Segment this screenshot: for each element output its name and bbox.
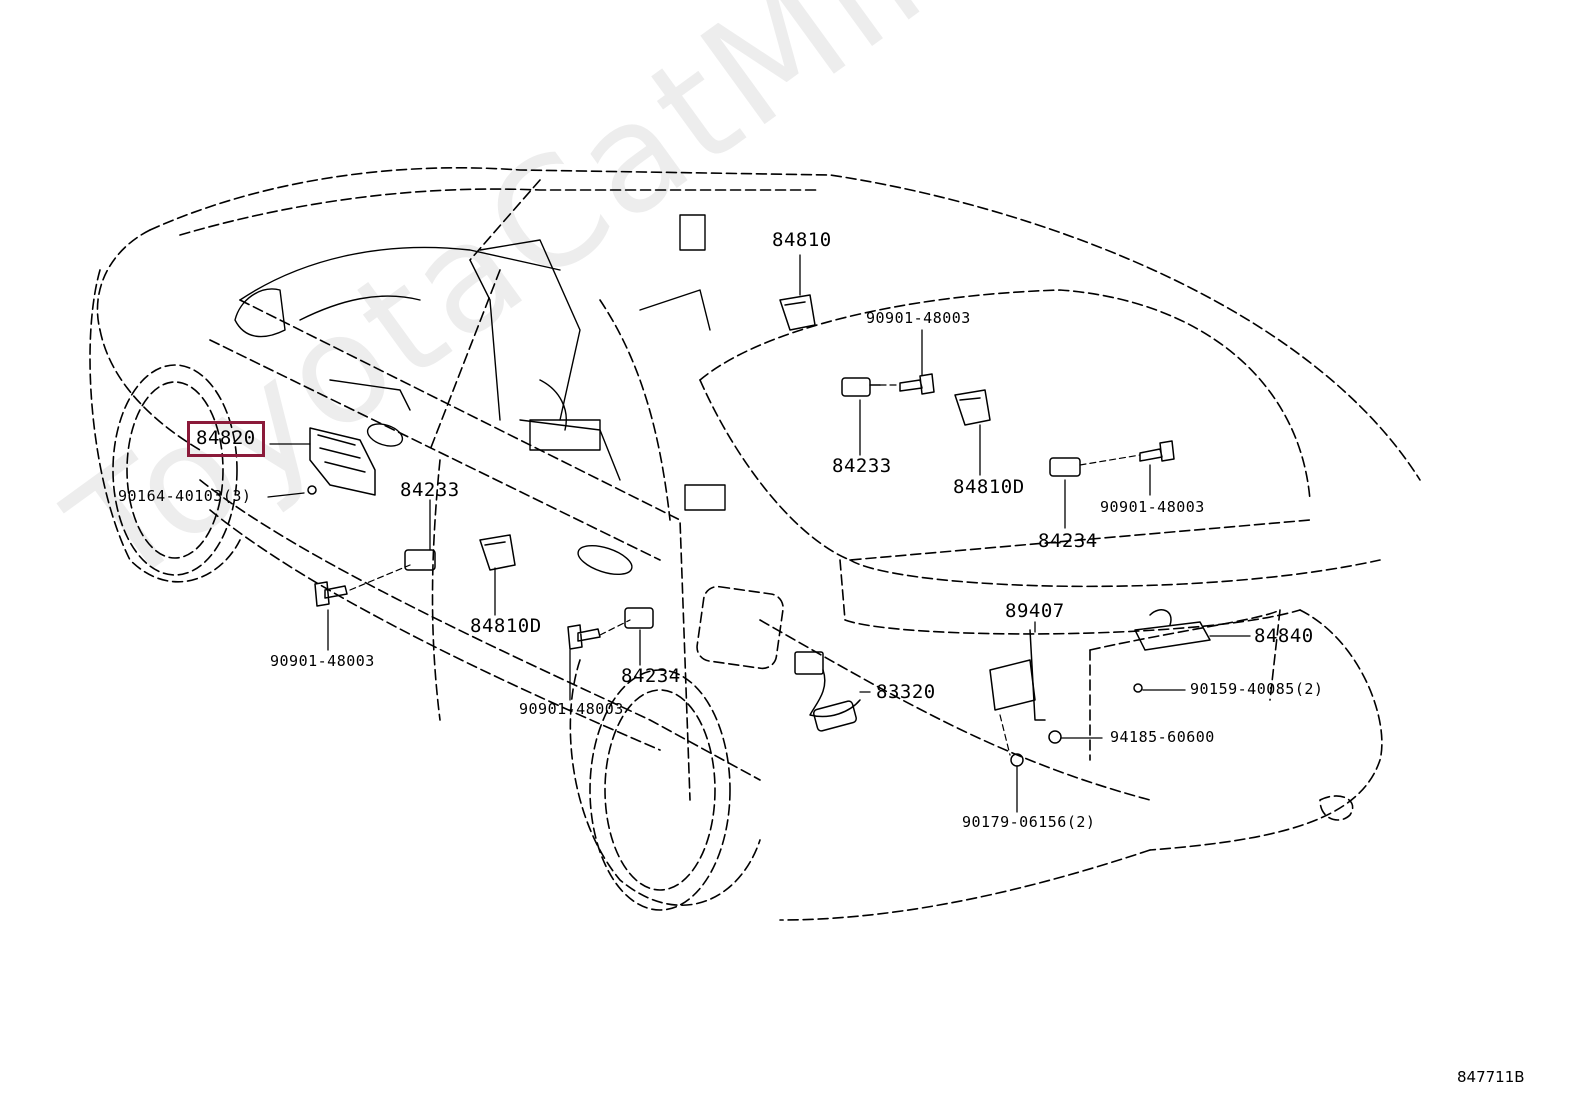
callout-84810D-top[interactable]: 84810D bbox=[953, 476, 1025, 498]
bolt-rear-door bbox=[567, 624, 601, 650]
switch-84840-part bbox=[1134, 609, 1211, 651]
bolt-front bbox=[314, 581, 348, 607]
nut-94185 bbox=[1048, 730, 1062, 744]
courtesy-switch-84233-top-part bbox=[841, 377, 881, 397]
screw-90164 bbox=[307, 485, 317, 495]
bolt-top bbox=[899, 373, 935, 395]
courtesy-switch-84234-rear-part bbox=[624, 607, 654, 629]
callout-89407[interactable]: 89407 bbox=[1005, 600, 1065, 622]
callout-84233-front[interactable]: 84233 bbox=[400, 479, 460, 501]
callout-90159-40085[interactable]: 90159-40085(2) bbox=[1190, 680, 1324, 698]
nut-90179 bbox=[1010, 753, 1024, 767]
clip-90159 bbox=[1133, 683, 1143, 693]
switch-84810D-top-part bbox=[954, 389, 991, 426]
callout-90901-48003-front-door[interactable]: 90901-48003 bbox=[270, 652, 375, 670]
connector-dashes bbox=[349, 384, 1141, 756]
callout-90164-40103[interactable]: 90164-40103(3) bbox=[118, 487, 252, 505]
callout-84234-rear-door[interactable]: 84234 bbox=[621, 665, 681, 687]
callout-84810[interactable]: 84810 bbox=[772, 229, 832, 251]
fuel-lid-opener-part bbox=[794, 651, 861, 732]
callout-84810D-front[interactable]: 84810D bbox=[470, 615, 542, 637]
callout-90179-06156[interactable]: 90179-06156(2) bbox=[962, 813, 1096, 831]
bolt-right bbox=[1139, 440, 1175, 462]
callout-84840[interactable]: 84840 bbox=[1254, 625, 1314, 647]
switch-84810D-front-part bbox=[479, 534, 516, 571]
callout-84233-top[interactable]: 84233 bbox=[832, 455, 892, 477]
callout-94185-60600[interactable]: 94185-60600 bbox=[1110, 728, 1215, 746]
car-body-outline bbox=[89, 167, 1421, 921]
callout-83320[interactable]: 83320 bbox=[876, 681, 936, 703]
courtesy-switch-84233-front-part bbox=[404, 549, 436, 571]
leader-lines bbox=[267, 254, 1251, 813]
callout-90901-48003-rear-door[interactable]: 90901-48003 bbox=[519, 700, 624, 718]
master-switch-part bbox=[309, 427, 376, 496]
callout-90901-48003-top[interactable]: 90901-48003 bbox=[866, 309, 971, 327]
parts bbox=[307, 294, 1211, 767]
callout-90901-48003-right[interactable]: 90901-48003 bbox=[1100, 498, 1205, 516]
switch-84810-part bbox=[779, 294, 816, 331]
interior-lines bbox=[234, 214, 726, 576]
diagram-code: 847711B bbox=[1457, 1068, 1525, 1086]
callout-84234-right[interactable]: 84234 bbox=[1038, 530, 1098, 552]
courtesy-switch-84234-right-part bbox=[1049, 457, 1081, 477]
sensor-89407-part bbox=[989, 629, 1046, 721]
callout-84820[interactable]: 84820 bbox=[187, 421, 265, 457]
